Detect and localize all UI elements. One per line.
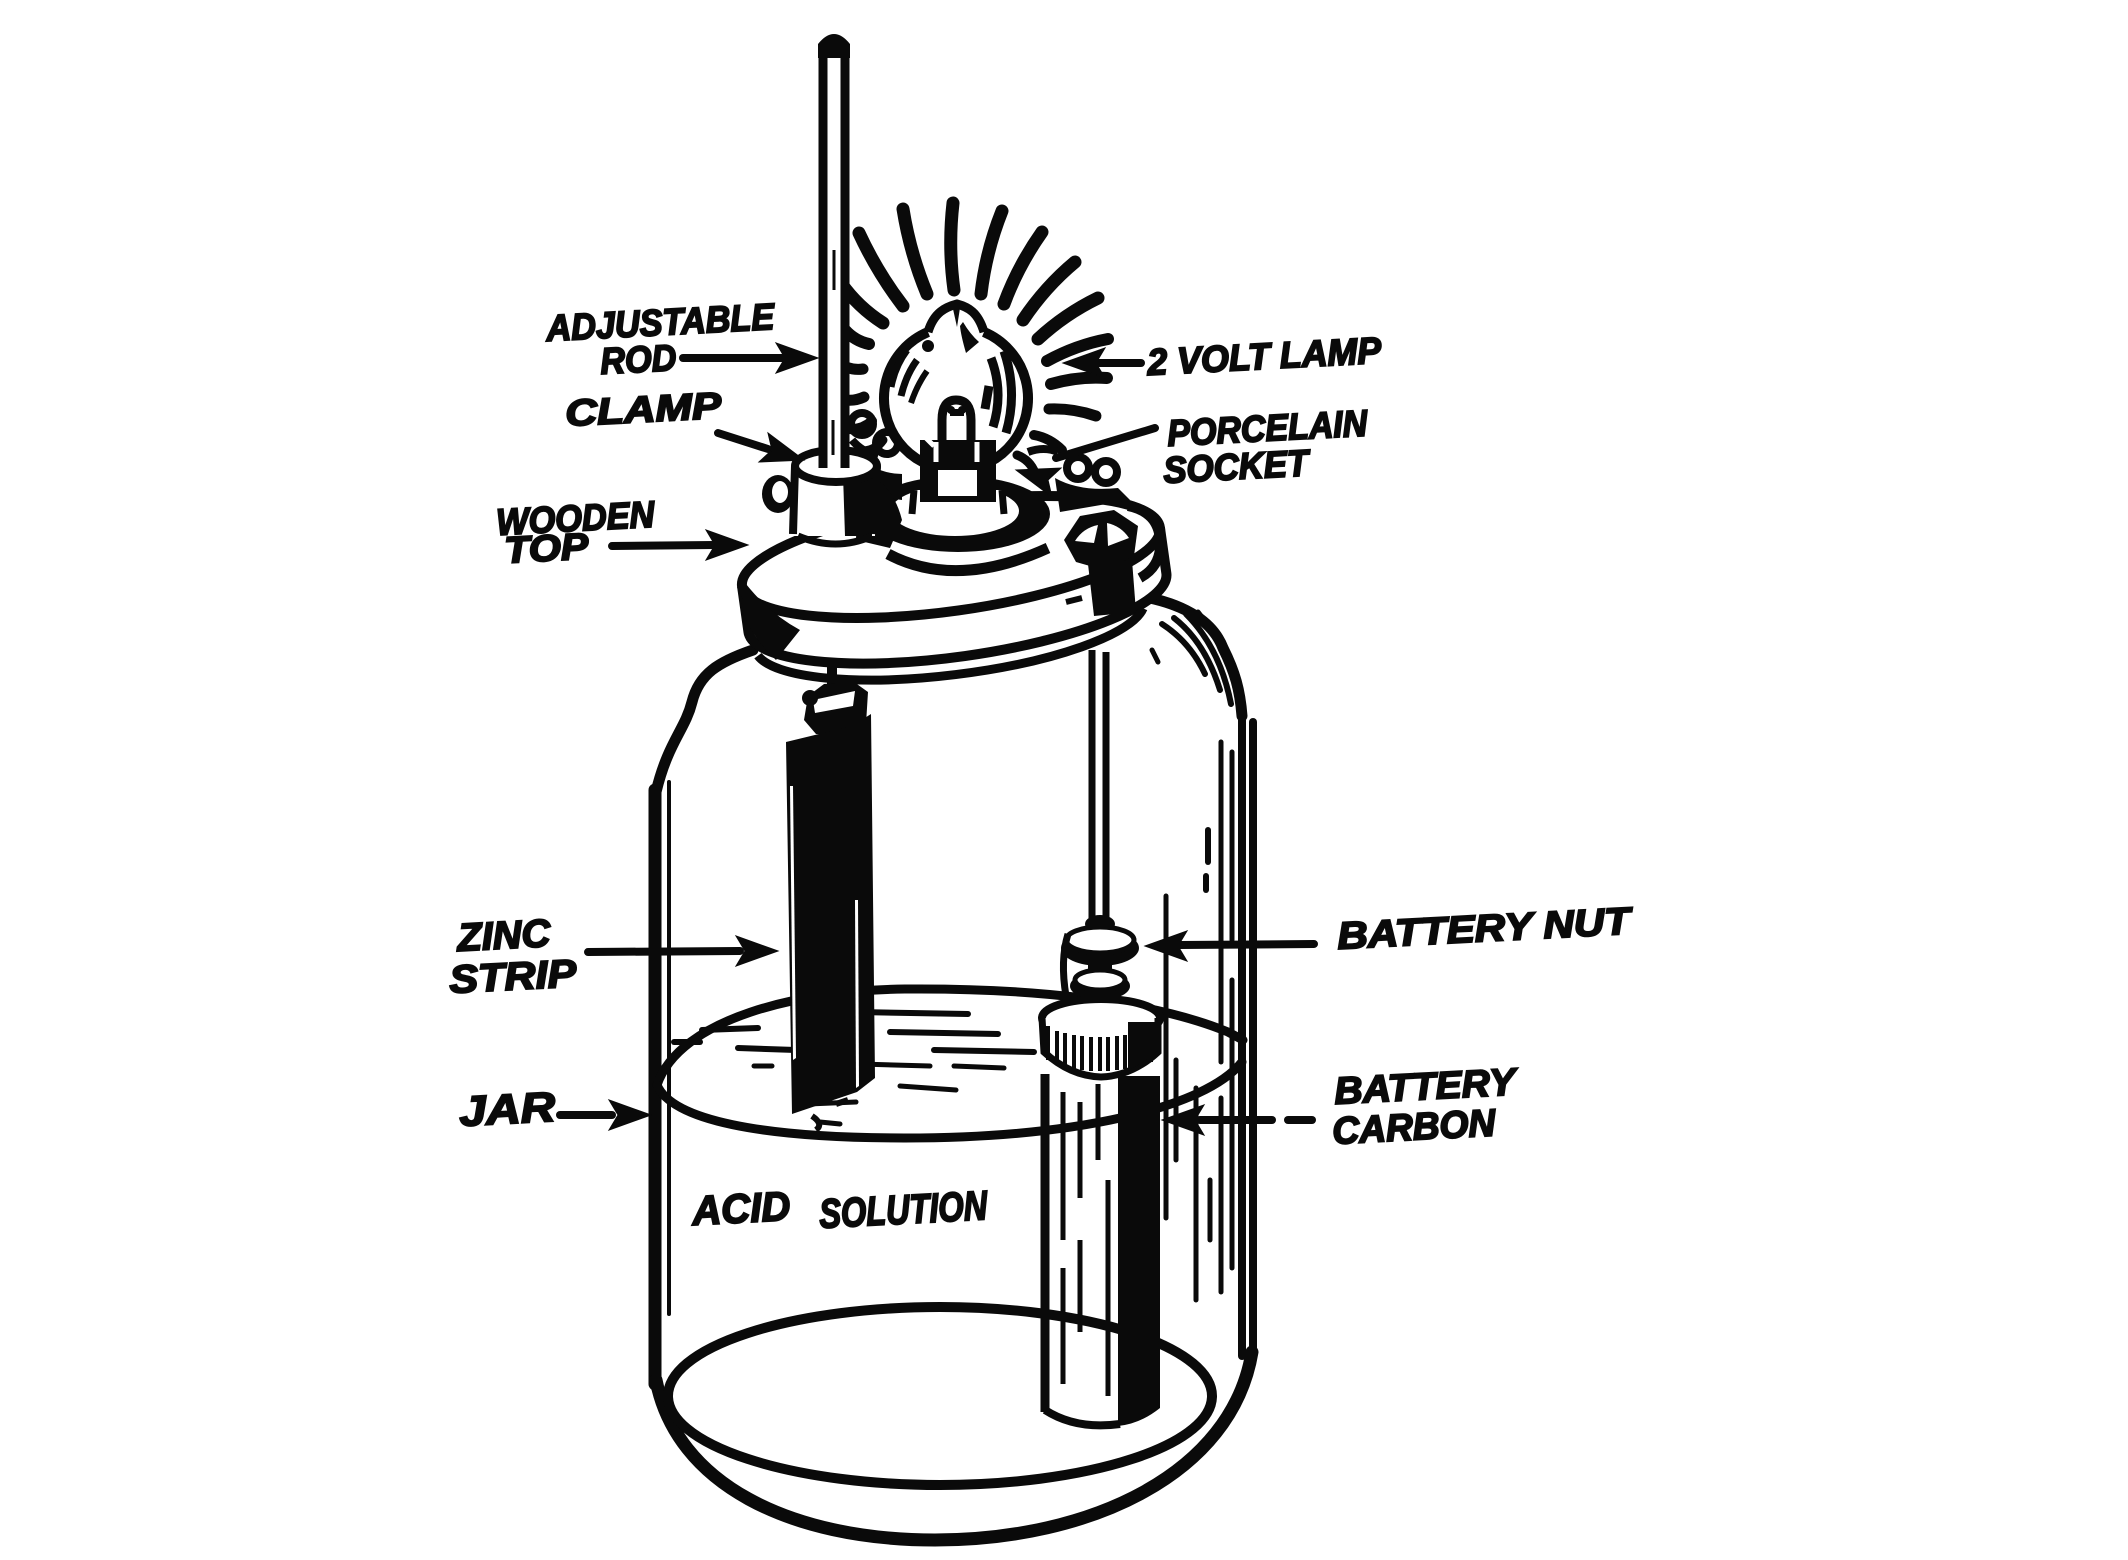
svg-text:STRIP: STRIP: [448, 952, 578, 1002]
svg-text:SOCKET: SOCKET: [1162, 442, 1312, 491]
svg-text:ACID: ACID: [690, 1183, 791, 1234]
svg-text:ZINC: ZINC: [455, 912, 552, 960]
svg-text:JAR: JAR: [458, 1083, 557, 1135]
svg-text:CLAMP: CLAMP: [564, 385, 722, 434]
svg-text:CARBON: CARBON: [1331, 1102, 1497, 1153]
svg-text:WOODEN: WOODEN: [495, 494, 656, 543]
svg-text:SOLUTION: SOLUTION: [818, 1182, 989, 1237]
svg-text:ROD: ROD: [599, 337, 677, 382]
svg-text:TOP: TOP: [503, 526, 589, 571]
